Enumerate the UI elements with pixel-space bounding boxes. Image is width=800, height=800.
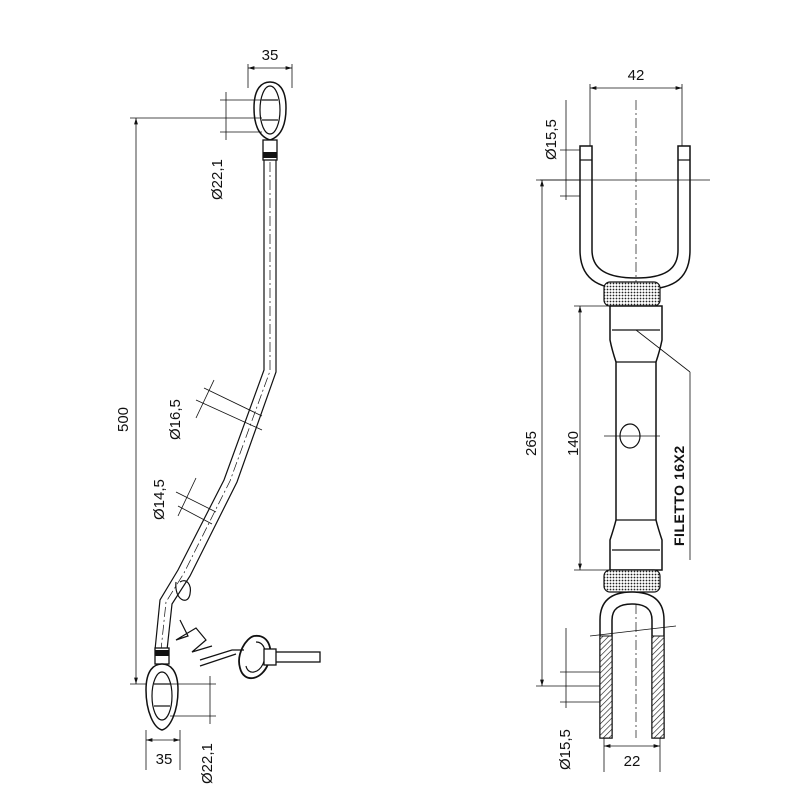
bottom-nut xyxy=(603,569,661,593)
dim-label-top-pin: Ø15,5 xyxy=(543,119,560,160)
dim-label-500: 500 xyxy=(115,407,132,432)
dim-label-bottom-ball: Ø22,1 xyxy=(199,743,216,784)
turnbuckle-body xyxy=(604,305,663,571)
dim-rod-upper: Ø16,5 xyxy=(167,379,263,440)
dim-overall-265: 265 xyxy=(523,179,600,687)
right-view: 42 Ø15,5 xyxy=(523,67,710,772)
dim-top-ball-dia: Ø22,1 xyxy=(209,92,262,200)
left-view: 35 Ø22,1 500 xyxy=(115,47,321,784)
dim-label-bottom-pin: Ø15,5 xyxy=(557,729,574,770)
thread-label: FILETTO 16X2 xyxy=(671,445,687,546)
dim-turnbuckle-140: 140 xyxy=(565,305,612,571)
bent-rod xyxy=(154,160,277,651)
dim-fork-width: 42 xyxy=(589,67,683,146)
dim-label-42: 42 xyxy=(628,67,645,84)
dim-bottom-fork-width: 22 xyxy=(603,738,661,772)
top-ball-joint xyxy=(253,81,287,161)
dim-bottom-eye-width: 35 xyxy=(145,730,181,770)
dim-top-eye-width: 35 xyxy=(247,47,293,88)
bottom-fork xyxy=(589,591,677,739)
dim-rod-lower: Ø14,5 xyxy=(151,477,217,525)
linch-pin-ring xyxy=(238,635,321,679)
dim-label-rod-lower: Ø14,5 xyxy=(151,479,168,520)
spring-clip xyxy=(175,580,244,667)
dim-label-top-35: 35 xyxy=(262,47,279,64)
dim-bottom-pin: Ø15,5 xyxy=(557,628,600,770)
dim-label-22: 22 xyxy=(624,753,641,770)
dim-label-top-ball: Ø22,1 xyxy=(209,159,226,200)
dim-overall-500: 500 xyxy=(115,117,262,685)
top-fork xyxy=(579,145,691,291)
top-nut xyxy=(603,281,661,307)
dim-label-bottom-35: 35 xyxy=(156,751,173,768)
dim-label-265: 265 xyxy=(523,431,540,456)
dim-bottom-ball-dia: Ø22,1 xyxy=(170,676,216,784)
thread-leader xyxy=(635,329,691,560)
dim-label-140: 140 xyxy=(565,431,582,456)
dim-label-rod-upper: Ø16,5 xyxy=(167,399,184,440)
bottom-ball-joint xyxy=(145,647,179,731)
